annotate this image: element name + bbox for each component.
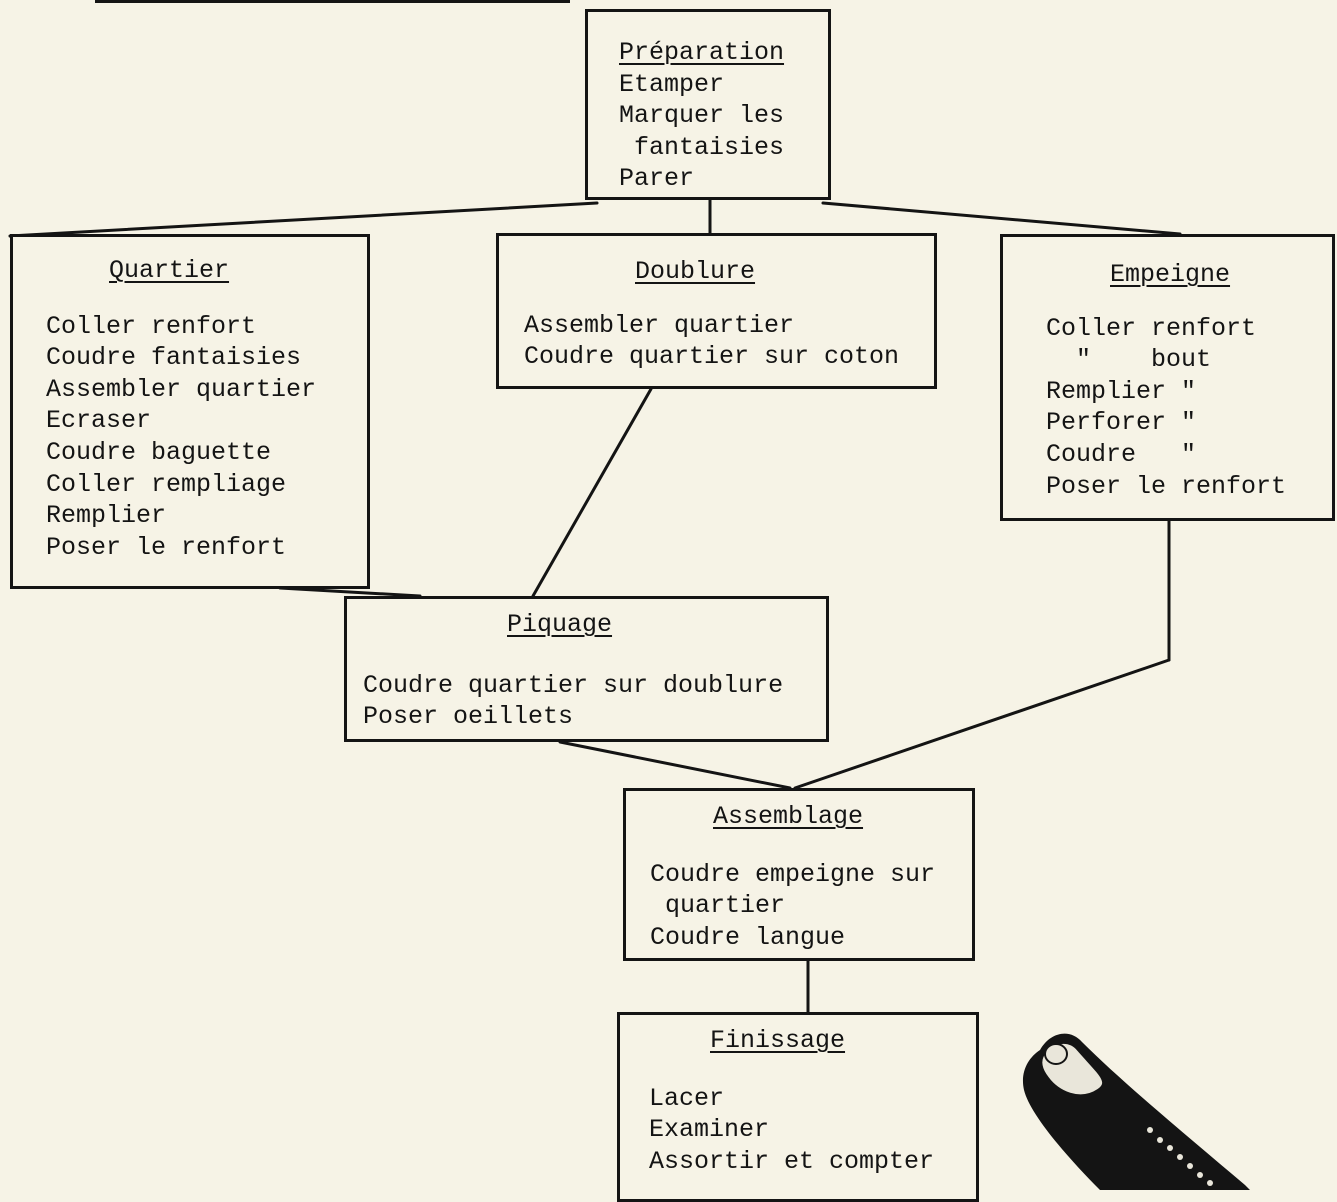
node-empeigne: Empeigne Coller renfort " bout Remplier … bbox=[1000, 234, 1335, 521]
node-line: Assortir et compter bbox=[649, 1146, 935, 1176]
node-title: Piquage bbox=[507, 610, 613, 639]
node-line: Remplier bbox=[46, 501, 167, 531]
node-line: Assembler quartier bbox=[524, 310, 795, 340]
node-preparation: Préparation Etamper Marquer les fantaisi… bbox=[585, 9, 831, 200]
node-line: Coller renfort bbox=[46, 311, 257, 341]
node-line: Ecraser bbox=[46, 406, 152, 436]
node-line: Coudre fantaisies bbox=[46, 343, 302, 373]
edge-preparation-quartier bbox=[8, 201, 599, 238]
edge-empeigne-assemblage bbox=[793, 658, 1171, 790]
node-piquage: Piquage Coudre quartier sur doublure Pos… bbox=[344, 596, 829, 742]
node-line: Coudre baguette bbox=[46, 437, 272, 467]
node-line: Poser le renfort bbox=[46, 532, 287, 562]
node-line: Remplier " bbox=[1046, 376, 1197, 406]
node-title: Assemblage bbox=[713, 802, 864, 831]
node-line: Coller renfort bbox=[1046, 313, 1257, 343]
edge-quartier-piquage bbox=[278, 586, 422, 598]
edge-preparation-empeigne bbox=[821, 201, 1182, 236]
edge-piquage-assemblage bbox=[558, 740, 792, 790]
node-title: Préparation bbox=[619, 38, 785, 67]
node-line: Coudre quartier sur doublure bbox=[363, 670, 784, 700]
top-rule bbox=[95, 0, 570, 3]
node-line: Perforer " bbox=[1046, 408, 1197, 438]
node-title: Finissage bbox=[710, 1026, 846, 1055]
node-line: Assembler quartier bbox=[46, 374, 317, 404]
node-line: Coudre langue bbox=[650, 922, 846, 952]
node-line: Coudre empeigne sur bbox=[650, 859, 936, 889]
node-line: Parer bbox=[619, 164, 695, 194]
node-line: Etamper bbox=[619, 69, 725, 99]
node-line: " bout bbox=[1046, 345, 1212, 375]
node-line: Poser oeillets bbox=[363, 702, 574, 732]
node-title: Quartier bbox=[109, 256, 230, 285]
node-line: fantaisies bbox=[619, 132, 785, 162]
node-title: Empeigne bbox=[1110, 260, 1231, 289]
node-line: Examiner bbox=[649, 1115, 770, 1145]
node-line: Coller rempliage bbox=[46, 469, 287, 499]
shoe-illustration bbox=[1022, 1033, 1250, 1190]
node-line: Coudre " bbox=[1046, 439, 1197, 469]
node-line: quartier bbox=[650, 891, 786, 921]
node-line: Coudre quartier sur coton bbox=[524, 342, 900, 372]
node-doublure: Doublure Assembler quartier Coudre quart… bbox=[496, 233, 937, 389]
node-finissage: Finissage Lacer Examiner Assortir et com… bbox=[617, 1012, 979, 1202]
node-assemblage: Assemblage Coudre empeigne sur quartier … bbox=[623, 788, 975, 961]
node-quartier: Quartier Coller renfort Coudre fantaisie… bbox=[10, 234, 370, 589]
node-line: Lacer bbox=[649, 1083, 725, 1113]
node-line: Poser le renfort bbox=[1046, 471, 1287, 501]
node-line: Marquer les bbox=[619, 101, 785, 131]
edge-doublure-piquage bbox=[531, 387, 653, 598]
node-title: Doublure bbox=[635, 257, 756, 286]
